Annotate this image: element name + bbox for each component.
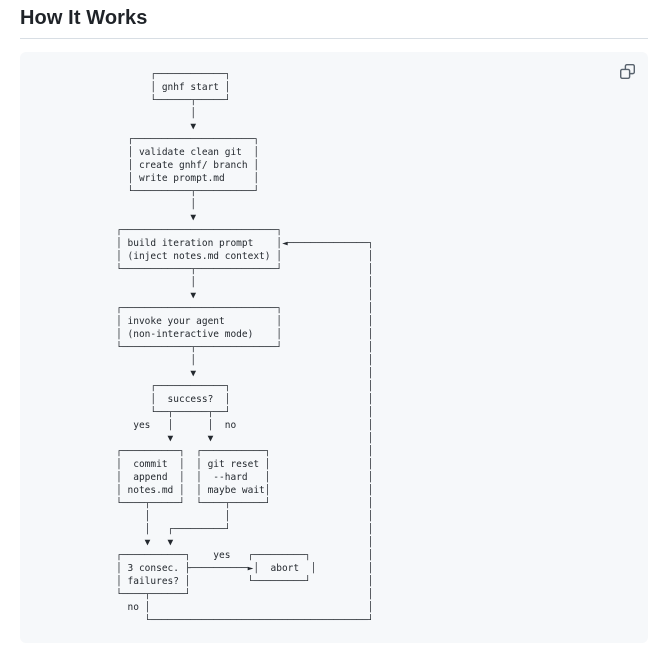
ascii-flowchart-code: ┌────────────┐ │ gnhf start │ └──────┬──… bbox=[116, 69, 374, 626]
code-block: ┌────────────┐ │ gnhf start │ └──────┬──… bbox=[20, 52, 648, 643]
copy-button[interactable] bbox=[615, 59, 639, 83]
copy-icon bbox=[619, 63, 635, 79]
page-title: How It Works bbox=[20, 5, 648, 39]
ascii-flowchart: ┌────────────┐ │ gnhf start │ └──────┬──… bbox=[36, 68, 632, 627]
